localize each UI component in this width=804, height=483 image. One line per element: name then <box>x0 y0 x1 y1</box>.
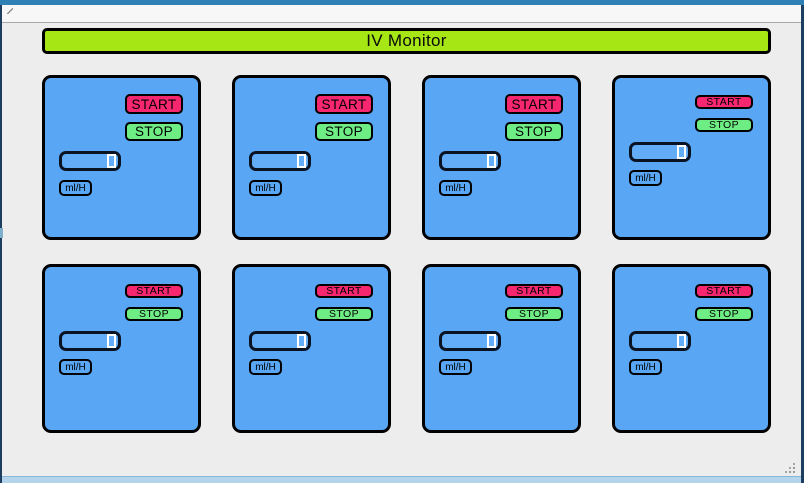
window-top-border <box>0 0 804 5</box>
window-edge-handle <box>0 228 3 238</box>
pump-panel: START STOP ml/H <box>42 75 201 240</box>
rate-input[interactable] <box>59 151 121 171</box>
stop-button[interactable]: STOP <box>505 307 563 321</box>
unit-label: ml/H <box>249 180 282 196</box>
rate-field <box>439 331 501 351</box>
start-button[interactable]: START <box>315 284 373 298</box>
rate-field <box>629 331 691 351</box>
panel-grid-row-1: START STOP ml/H START STOP ml/H START ST… <box>42 75 771 240</box>
stop-button[interactable]: STOP <box>695 118 753 132</box>
pump-panel: START STOP ml/H <box>232 75 391 240</box>
rate-input[interactable] <box>59 331 121 351</box>
rate-input[interactable] <box>629 142 691 162</box>
rate-field <box>439 151 501 171</box>
pump-panel: START STOP ml/H <box>612 264 771 433</box>
rate-input[interactable] <box>439 331 501 351</box>
window-titlebar <box>2 5 801 23</box>
start-button[interactable]: START <box>315 94 373 114</box>
rate-field <box>249 331 311 351</box>
pump-panel: START STOP ml/H <box>422 264 581 433</box>
unit-label: ml/H <box>59 359 92 375</box>
rate-field <box>249 151 311 171</box>
window-grip-icon <box>7 8 13 14</box>
rate-field <box>59 151 121 171</box>
panel-grid-row-2: START STOP ml/H START STOP ml/H START ST… <box>42 264 771 433</box>
unit-label: ml/H <box>439 359 472 375</box>
start-button[interactable]: START <box>695 95 753 109</box>
start-button[interactable]: START <box>695 284 753 298</box>
pump-panel: START STOP ml/H <box>612 75 771 240</box>
unit-label: ml/H <box>629 359 662 375</box>
header-banner: IV Monitor <box>42 28 771 54</box>
window-left-border <box>0 5 2 483</box>
rate-input[interactable] <box>249 331 311 351</box>
stop-button[interactable]: STOP <box>315 307 373 321</box>
start-button[interactable]: START <box>505 94 563 114</box>
rate-input[interactable] <box>439 151 501 171</box>
unit-label: ml/H <box>59 180 92 196</box>
stop-button[interactable]: STOP <box>315 122 373 141</box>
stop-button[interactable]: STOP <box>125 122 183 141</box>
stop-button[interactable]: STOP <box>125 307 183 321</box>
pump-panel: START STOP ml/H <box>42 264 201 433</box>
rate-input[interactable] <box>249 151 311 171</box>
window-statusbar <box>2 476 801 483</box>
unit-label: ml/H <box>629 170 662 186</box>
unit-label: ml/H <box>439 180 472 196</box>
stop-button[interactable]: STOP <box>505 122 563 141</box>
page-title: IV Monitor <box>366 31 447 50</box>
resize-grip-icon[interactable] <box>793 471 795 473</box>
rate-field <box>59 331 121 351</box>
start-button[interactable]: START <box>505 284 563 298</box>
rate-input[interactable] <box>629 331 691 351</box>
rate-field <box>629 142 691 162</box>
window-right-border <box>801 5 804 483</box>
start-button[interactable]: START <box>125 284 183 298</box>
start-button[interactable]: START <box>125 94 183 114</box>
stop-button[interactable]: STOP <box>695 307 753 321</box>
pump-panel: START STOP ml/H <box>232 264 391 433</box>
pump-panel: START STOP ml/H <box>422 75 581 240</box>
unit-label: ml/H <box>249 359 282 375</box>
